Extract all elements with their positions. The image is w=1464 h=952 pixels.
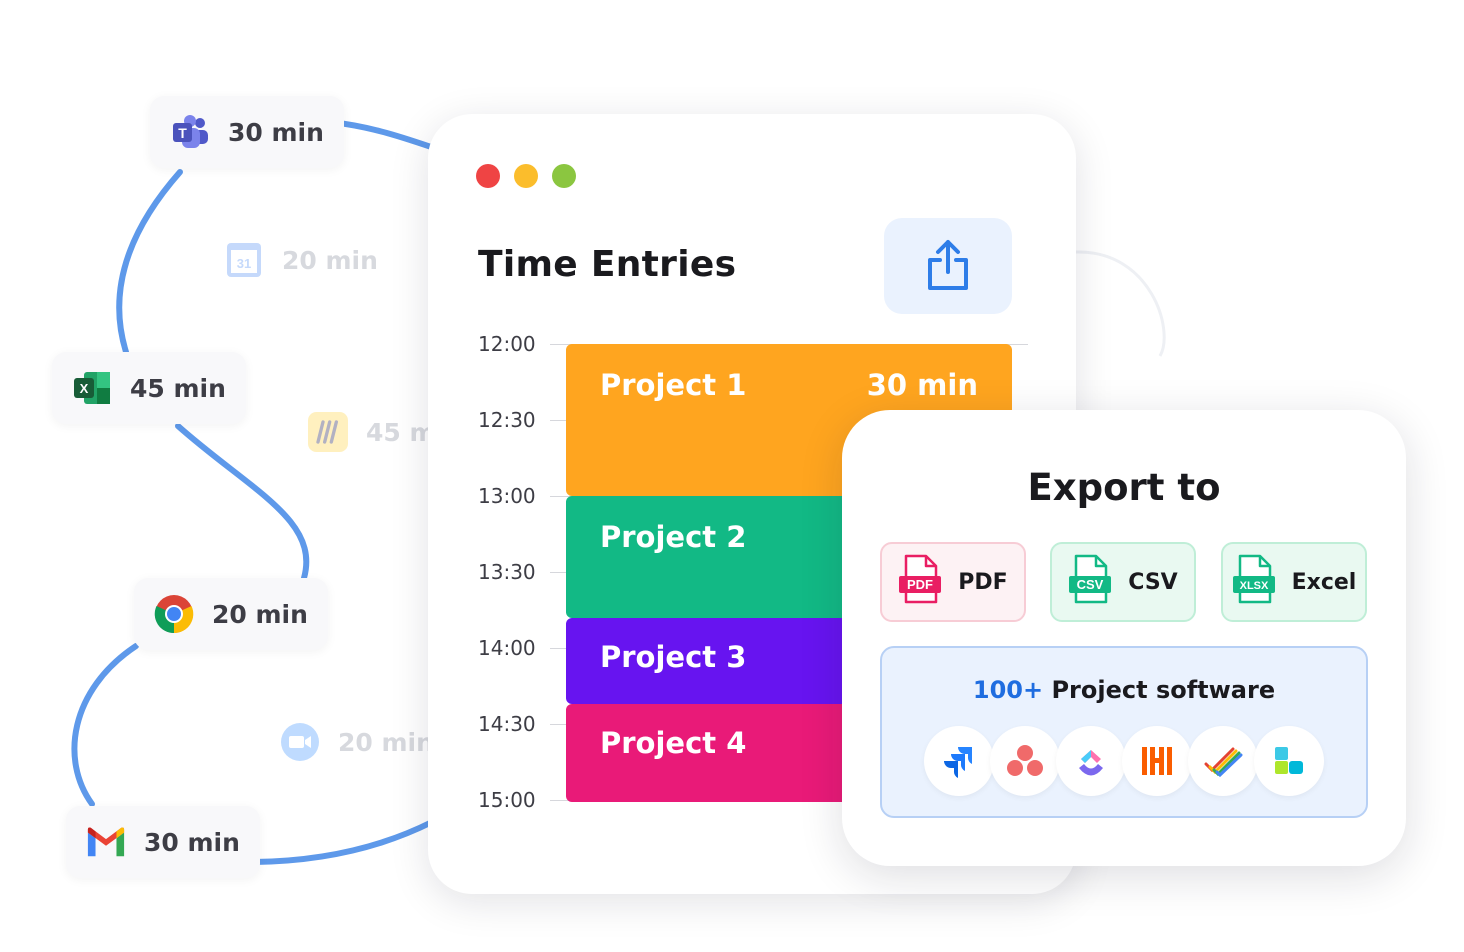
time-label: 13:30 xyxy=(478,560,536,584)
csv-file-icon: CSV xyxy=(1068,554,1112,610)
app-duration: 20 min xyxy=(212,599,308,629)
chrome-icon xyxy=(154,594,194,634)
app-pill-zoom: 20 min xyxy=(260,706,454,778)
window-close-button[interactable] xyxy=(476,164,500,188)
export-format-label: CSV xyxy=(1128,569,1178,595)
xlsx-file-icon: XLSX xyxy=(1232,554,1276,610)
software-label: Project software xyxy=(1051,676,1276,704)
entry-project-name: Project 1 xyxy=(600,368,747,402)
asana-icon[interactable] xyxy=(990,726,1060,796)
app-pill-calendar: 31 20 min xyxy=(204,224,398,296)
software-count: 100+ xyxy=(972,676,1044,704)
app-pill-teams: T 30 min xyxy=(150,96,344,168)
time-label: 15:00 xyxy=(478,788,536,812)
time-label: 13:00 xyxy=(478,484,536,508)
entry-project-name: Project 4 xyxy=(600,726,747,760)
software-title: 100+ Project software xyxy=(882,676,1366,704)
svg-text:31: 31 xyxy=(237,256,251,271)
page-title: Time Entries xyxy=(478,244,737,285)
app-pill-gmail: 30 min xyxy=(66,806,260,878)
entry-project-name: Project 2 xyxy=(600,520,747,554)
time-label: 12:00 xyxy=(478,332,536,356)
calendar-icon: 31 xyxy=(224,240,264,280)
export-pdf-button[interactable]: PDF PDF xyxy=(880,542,1026,622)
export-csv-button[interactable]: CSV CSV xyxy=(1050,542,1196,622)
project-software-integrations[interactable]: 100+ Project software xyxy=(880,646,1368,818)
pdf-badge-text: PDF xyxy=(907,577,933,592)
excel-icon: X xyxy=(72,368,112,408)
time-label: 12:30 xyxy=(478,408,536,432)
svg-text:T: T xyxy=(178,125,187,141)
share-upload-icon xyxy=(924,236,972,296)
app-duration: 45 min xyxy=(130,373,226,403)
export-format-label: Excel xyxy=(1291,569,1357,595)
xlsx-badge-text: XLSX xyxy=(1239,580,1268,592)
miro-icon xyxy=(308,412,348,452)
entry-project-name: Project 3 xyxy=(600,640,747,674)
export-excel-button[interactable]: XLSX Excel xyxy=(1221,542,1367,622)
export-button[interactable] xyxy=(884,218,1012,314)
app-duration: 20 min xyxy=(282,245,378,275)
export-title: Export to xyxy=(1027,466,1221,509)
app-duration: 30 min xyxy=(144,827,240,857)
window-minimize-button[interactable] xyxy=(514,164,538,188)
teams-icon: T xyxy=(170,112,210,152)
jira-icon[interactable] xyxy=(924,726,994,796)
app-pill-miro: 45 m xyxy=(288,396,456,468)
entry-duration: 30 min xyxy=(866,368,978,402)
monday-icon[interactable] xyxy=(1254,726,1324,796)
app-duration: 45 m xyxy=(366,417,436,447)
csv-badge-text: CSV xyxy=(1077,577,1104,592)
app-duration: 30 min xyxy=(228,117,324,147)
app-duration: 20 min xyxy=(338,727,434,757)
clickup-icon[interactable] xyxy=(1056,726,1126,796)
todoist-icon[interactable] xyxy=(1188,726,1258,796)
app-pill-chrome: 20 min xyxy=(134,578,328,650)
app-pill-excel: X 45 min xyxy=(52,352,246,424)
window-zoom-button[interactable] xyxy=(552,164,576,188)
svg-text:X: X xyxy=(80,381,89,396)
time-label: 14:00 xyxy=(478,636,536,660)
pdf-file-icon: PDF xyxy=(898,554,942,610)
export-panel: Export to PDF PDF CSV CSV XLSX Excel 100… xyxy=(842,410,1406,866)
time-label: 14:30 xyxy=(478,712,536,736)
zoom-icon xyxy=(280,722,320,762)
export-format-label: PDF xyxy=(958,569,1008,595)
gmail-icon xyxy=(86,822,126,862)
harvest-icon[interactable] xyxy=(1122,726,1192,796)
